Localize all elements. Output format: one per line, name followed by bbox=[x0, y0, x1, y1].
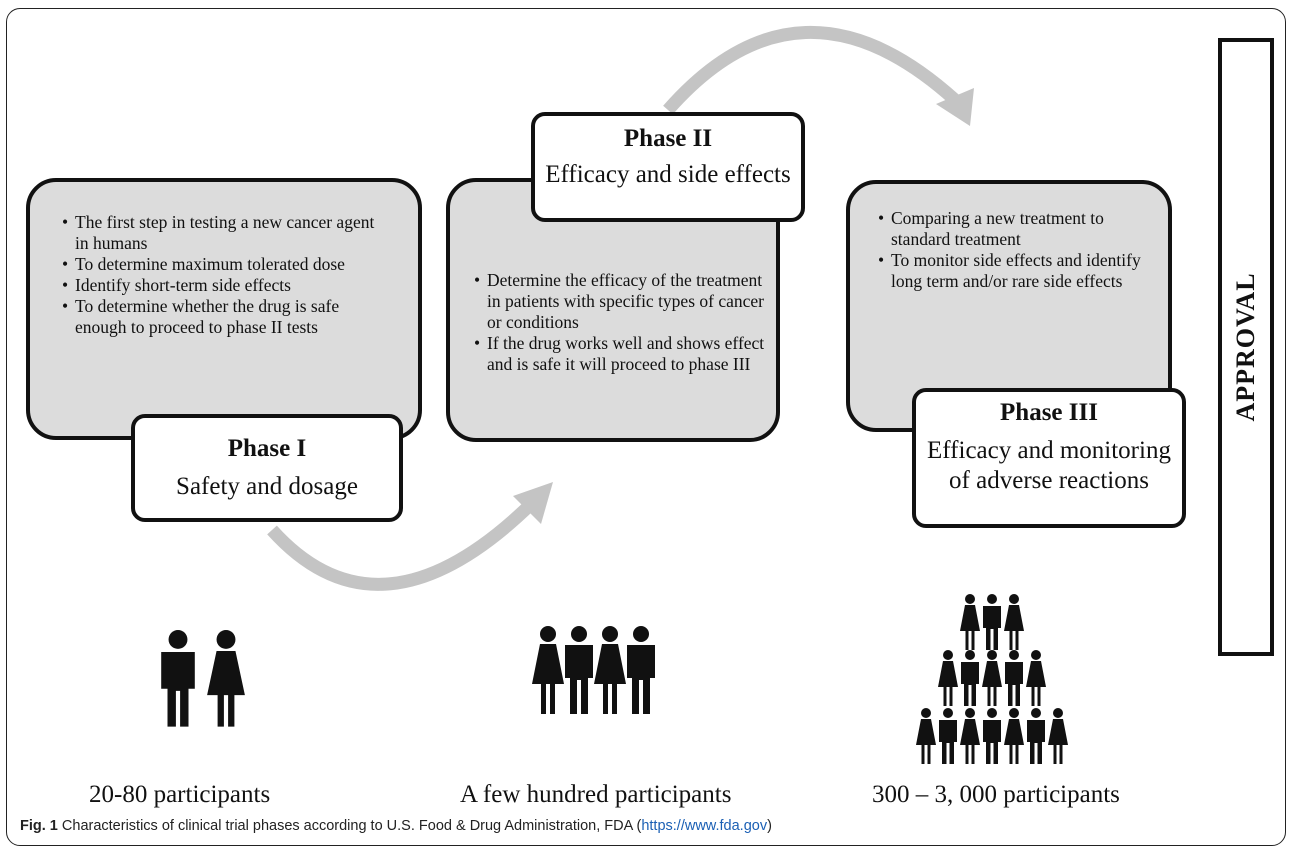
person-female-icon bbox=[916, 708, 936, 764]
phase-2-subtitle: Efficacy and side effects bbox=[545, 161, 791, 188]
phase-2-bullets: Determine the efficacy of the treatment … bbox=[474, 270, 766, 375]
person-female-icon bbox=[1048, 708, 1068, 764]
person-female-icon bbox=[594, 626, 626, 714]
phase-3-bullet: To monitor side effects and identify lon… bbox=[878, 250, 1158, 292]
phase-1-bullet: To determine maximum tolerated dose bbox=[62, 254, 382, 275]
approval-box: APPROVAL bbox=[1218, 38, 1274, 656]
person-male-icon bbox=[565, 626, 593, 714]
curved-arrow-icon bbox=[267, 500, 535, 591]
phase-3-participants: 300 – 3, 000 participants bbox=[872, 781, 1120, 808]
phase-1-title: Phase I bbox=[227, 435, 307, 462]
phase-1-bullets: The first step in testing a new cancer a… bbox=[62, 212, 382, 338]
phase-3-bullet: Comparing a new treatment to standard tr… bbox=[878, 208, 1158, 250]
person-female-icon bbox=[982, 650, 1002, 706]
phase-1-bullet: Identify short-term side effects bbox=[62, 275, 382, 296]
phase-2-bullet: Determine the efficacy of the treatment … bbox=[474, 270, 766, 333]
phase-1-bullet: To determine whether the drug is safe en… bbox=[62, 296, 382, 338]
person-male-icon bbox=[1027, 708, 1045, 764]
caption-text: Characteristics of clinical trial phases… bbox=[57, 818, 642, 834]
phase-2-bullet: If the drug works well and shows effect … bbox=[474, 333, 766, 375]
person-male-icon bbox=[983, 594, 1001, 650]
person-female-icon bbox=[960, 708, 980, 764]
person-male-icon bbox=[961, 650, 979, 706]
phase-3-label-box: Phase III Efficacy and monitoring of adv… bbox=[912, 388, 1186, 528]
phase-3-title: Phase III bbox=[1000, 399, 1098, 426]
person-female-icon bbox=[1004, 594, 1024, 650]
person-male-icon bbox=[939, 708, 957, 764]
arrowhead-icon bbox=[936, 88, 974, 126]
phase-1-label-box: Phase I Safety and dosage bbox=[131, 414, 403, 522]
person-male-icon bbox=[627, 626, 655, 714]
phase-1-participants: 20-80 participants bbox=[89, 781, 271, 808]
figure-caption: Fig. 1 Characteristics of clinical trial… bbox=[20, 818, 772, 834]
person-female-icon bbox=[960, 594, 980, 650]
person-female-icon bbox=[207, 630, 245, 727]
person-female-icon bbox=[1026, 650, 1046, 706]
phase-3-people-group bbox=[916, 594, 1068, 764]
phase-1-bullet: The first step in testing a new cancer a… bbox=[62, 212, 382, 254]
caption-close: ) bbox=[767, 818, 772, 834]
phase-2-participants: A few hundred participants bbox=[460, 781, 732, 808]
phase-2-people-group bbox=[532, 626, 655, 714]
figure-frame bbox=[6, 8, 1286, 846]
figure-label: Fig. 1 bbox=[20, 818, 58, 834]
person-male-icon bbox=[983, 708, 1001, 764]
phase-2-label-box: Phase II Efficacy and side effects bbox=[531, 112, 805, 222]
phase-3-subtitle: Efficacy and monitoring of adverse react… bbox=[927, 437, 1171, 494]
phase-1-subtitle: Safety and dosage bbox=[176, 473, 358, 500]
person-female-icon bbox=[1004, 708, 1024, 764]
curved-arrow-icon bbox=[663, 26, 960, 115]
approval-label: APPROVAL bbox=[1231, 272, 1260, 422]
fda-link[interactable]: https://www.fda.gov bbox=[641, 818, 768, 834]
phase-3-bullets: Comparing a new treatment to standard tr… bbox=[878, 208, 1158, 292]
phase-1-people-group bbox=[161, 630, 245, 727]
person-female-icon bbox=[938, 650, 958, 706]
phase-2-title: Phase II bbox=[623, 125, 713, 152]
arrowhead-icon bbox=[513, 482, 553, 524]
person-male-icon bbox=[1005, 650, 1023, 706]
person-female-icon bbox=[532, 626, 564, 714]
person-male-icon bbox=[161, 630, 195, 727]
